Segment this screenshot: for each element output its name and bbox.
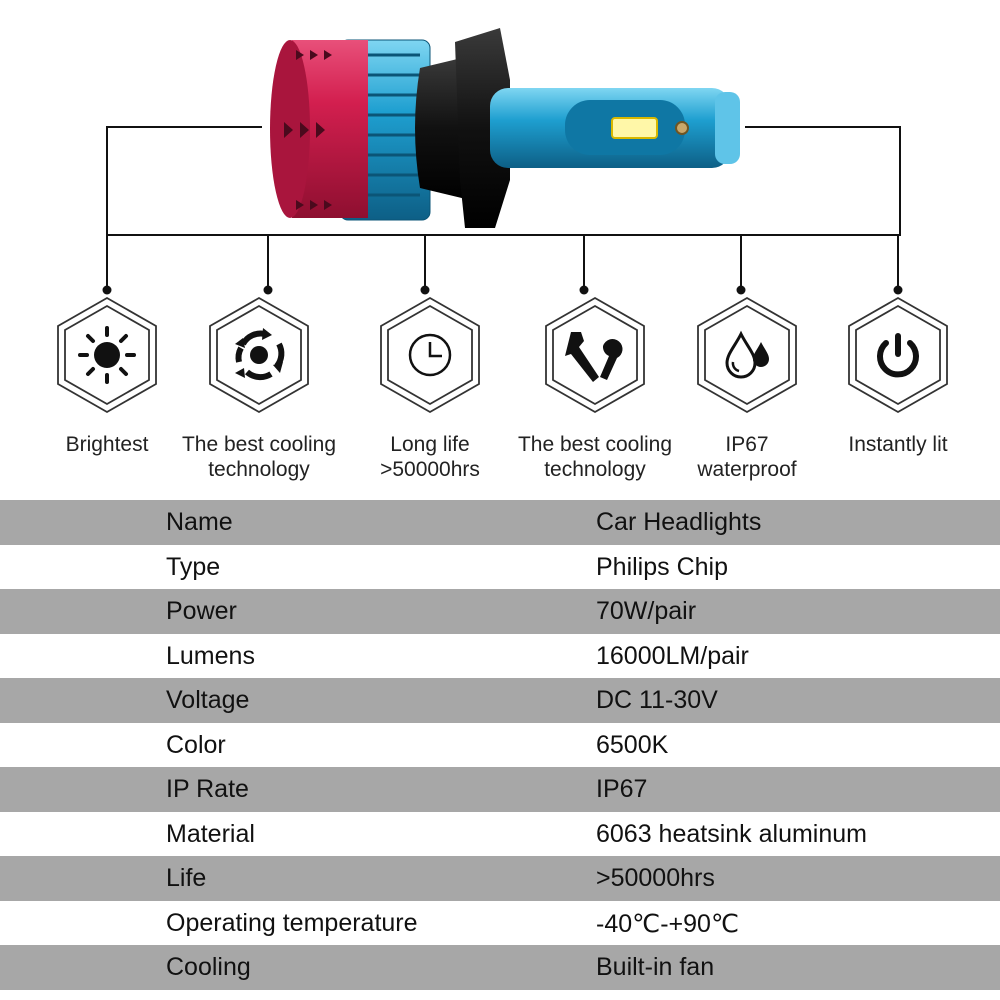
spec-name: Type <box>166 552 221 581</box>
spec-name: Cooling <box>166 953 251 981</box>
spec-name: Color <box>166 730 226 759</box>
spec-name: Voltage <box>166 686 250 714</box>
spec-value: IP67 <box>596 775 648 803</box>
feature-label: The best cooling technology <box>517 433 673 481</box>
spec-row: Power 70W/pair <box>0 589 1000 634</box>
spec-value: DC 11-30V <box>596 686 718 714</box>
spec-row: Cooling Built-in fan <box>0 945 1000 990</box>
feature-waterproof: IP67 waterproof <box>662 296 832 482</box>
feature-label: IP67 waterproof <box>697 433 797 481</box>
connector-lines <box>102 126 903 295</box>
spec-name: Lumens <box>166 641 255 670</box>
spec-row: Operating temperature -40℃-+90℃ <box>0 901 1000 946</box>
power-icon <box>848 296 948 414</box>
spec-row: Type Philips Chip <box>0 545 1000 590</box>
clock-icon <box>380 296 480 414</box>
spec-row: Material 6063 heatsink aluminum <box>0 812 1000 857</box>
tools-icon <box>545 296 645 414</box>
headlight-bulb-image <box>270 28 740 228</box>
spec-table: Name Car Headlights Type Philips Chip Po… <box>0 500 1000 990</box>
feature-label: The best cooling technology <box>181 433 337 481</box>
spec-value: 16000LM/pair <box>596 641 749 670</box>
sun-icon <box>57 296 157 414</box>
spec-name: Power <box>166 597 237 625</box>
water-drops-icon <box>697 296 797 414</box>
spec-value: Car Headlights <box>596 508 762 536</box>
spec-value: Built-in fan <box>596 953 715 981</box>
spec-row: Life >50000hrs <box>0 856 1000 901</box>
feature-label: Long life >50000hrs <box>380 433 480 481</box>
spec-name: Name <box>166 508 233 536</box>
feature-cooling: The best cooling technology <box>174 296 344 482</box>
feature-label: Brightest <box>65 433 149 456</box>
spec-row: Name Car Headlights <box>0 500 1000 545</box>
feature-long-life: Long life >50000hrs <box>345 296 515 482</box>
feature-label: Instantly lit <box>848 433 948 456</box>
spec-name: Life <box>166 864 207 892</box>
spec-value: -40℃-+90℃ <box>596 909 740 938</box>
spec-value: 70W/pair <box>596 597 697 625</box>
spec-value: 6063 heatsink aluminum <box>596 819 867 848</box>
spec-row: Lumens 16000LM/pair <box>0 634 1000 679</box>
spec-name: Operating temperature <box>166 908 418 937</box>
feature-instant-on: Instantly lit <box>813 296 983 457</box>
spec-row: Voltage DC 11-30V <box>0 678 1000 723</box>
spec-row: IP Rate IP67 <box>0 767 1000 812</box>
spec-value: 6500K <box>596 730 669 759</box>
spec-row: Color 6500K <box>0 723 1000 768</box>
cooling-cycle-icon <box>209 296 309 414</box>
spec-name: Material <box>166 819 255 848</box>
feature-brightest: Brightest <box>22 296 192 457</box>
feature-tools: The best cooling technology <box>510 296 680 482</box>
spec-name: IP Rate <box>166 775 249 803</box>
spec-value: Philips Chip <box>596 552 729 581</box>
spec-value: >50000hrs <box>596 864 715 892</box>
